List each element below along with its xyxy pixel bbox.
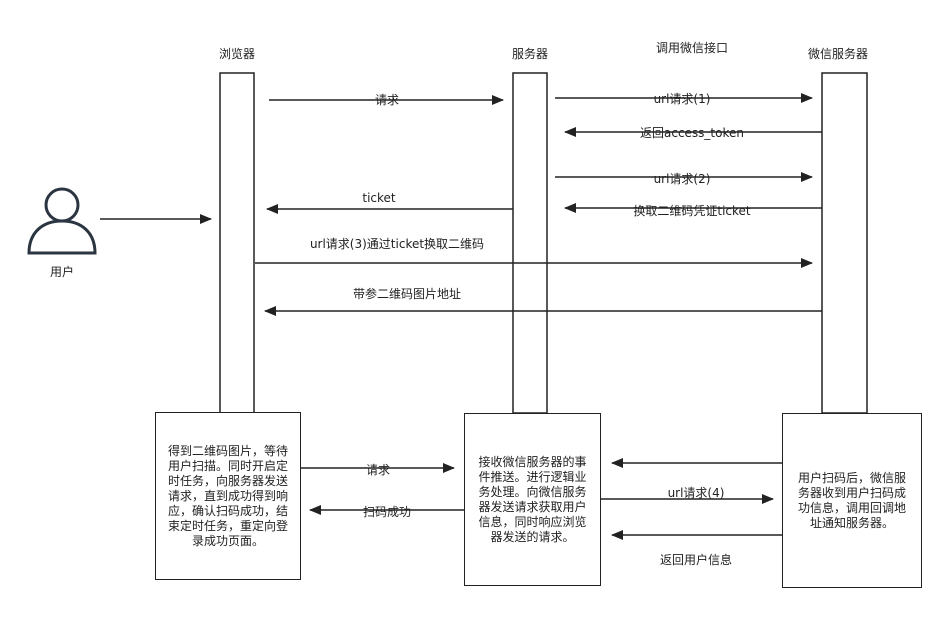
actor-browser-label: 浏览器 xyxy=(219,46,255,61)
user-icon xyxy=(27,187,97,255)
lifeline-server xyxy=(512,72,548,414)
msg-scan-success: 扫码成功 xyxy=(363,505,411,519)
lifeline-browser xyxy=(219,72,255,414)
msg-request-2: 请求 xyxy=(366,463,390,477)
actor-user-label: 用户 xyxy=(50,264,74,279)
actor-wechat-label: 微信服务器 xyxy=(808,46,868,61)
actor-server-label: 服务器 xyxy=(512,46,548,61)
note-wechat: 用户扫码后，微信服务器收到用户扫码成功信息，调用回调地址通知服务器。 xyxy=(782,413,922,588)
note-browser: 得到二维码图片，等待用户扫描。同时开启定时任务，向服务器发送请求，直到成功得到响… xyxy=(155,412,301,580)
msg-url1: url请求(1) xyxy=(654,92,711,106)
msg-qr-url: 带参二维码图片地址 xyxy=(353,286,461,301)
wechat-api-label: 调用微信接口 xyxy=(656,40,728,55)
note-server-text: 接收微信服务器的事件推送。进行逻辑业务处理。向微信服务器发送请求获取用户信息，同… xyxy=(478,454,587,544)
msg-access-token: 返回access_token xyxy=(640,126,744,140)
msg-url4: url请求(4) xyxy=(668,486,725,500)
msg-request: 请求 xyxy=(375,93,399,107)
lifeline-wechat xyxy=(821,72,868,414)
msg-user-info: 返回用户信息 xyxy=(660,552,732,567)
note-server: 接收微信服务器的事件推送。进行逻辑业务处理。向微信服务器发送请求获取用户信息，同… xyxy=(464,413,601,586)
msg-url2: url请求(2) xyxy=(654,172,711,186)
msg-exchange-ticket: 换取二维码凭证ticket xyxy=(633,203,751,218)
msg-ticket: ticket xyxy=(362,191,396,205)
note-browser-text: 得到二维码图片，等待用户扫描。同时开启定时任务，向服务器发送请求，直到成功得到响… xyxy=(167,443,288,548)
note-wechat-text: 用户扫码后，微信服务器收到用户扫码成功信息，调用回调地址通知服务器。 xyxy=(797,470,906,530)
msg-url3: url请求(3)通过ticket换取二维码 xyxy=(310,237,484,251)
